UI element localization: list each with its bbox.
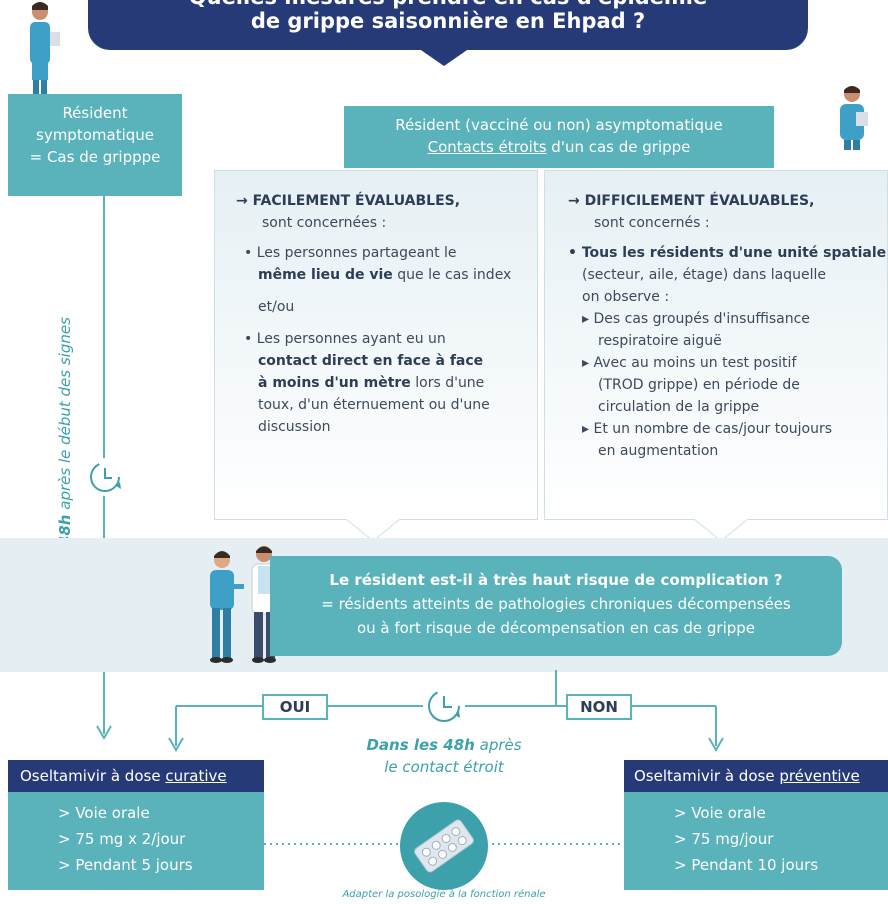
preventive-title-underlined: préventive [779,767,860,785]
preventive-line-3: > Pendant 10 jours [674,856,819,874]
difficult-sub-1-line-2: respiratoire aiguë [598,333,722,349]
asymptomatic-resident-box: Résident (vacciné ou non) asymptomatique… [344,106,774,168]
easy-etou: et/ou [258,299,295,315]
curative-line-1: > Voie orale [58,804,150,822]
left-box-line-1: Résident [62,104,128,122]
contact-delay-rest: après [474,736,522,754]
non-button: NON [566,694,632,720]
renal-adjustment-note: Adapter la posologie à la fonction rénal… [342,889,546,900]
asymptomatic-line-2: Contacts étroits d'un cas de grippe [344,136,774,158]
title-pointer [418,48,470,66]
curative-box: > Voie orale > 75 mg x 2/jour > Pendant … [8,792,264,890]
curative-title-underlined: curative [165,767,227,785]
easy-bullet-1-line-1: • Les personnes partageant le [244,245,457,261]
difficult-bullet-1: • Tous les résidents d'une unité spatial… [568,245,887,261]
easy-bullet-1-rest: que le cas index [392,267,512,283]
difficult-sub-1-line-1: ▸ Des cas groupés d'insuffisance [582,311,810,327]
curative-title-pre: Oseltamivir à dose [20,767,166,785]
difficult-heading: → DIFFICILEMENT ÉVALUABLES, [568,193,815,209]
difficult-sub-3-line-1: ▸ Et un nombre de cas/jour toujours [582,421,833,437]
difficult-content: → DIFFICILEMENT ÉVALUABLES, sont concern… [568,190,887,462]
easy-bullet-1-line-2: même lieu de vie que le cas index [258,264,532,286]
difficult-sub-2-line-2: (TROD grippe) en période de [598,377,800,393]
preventive-line-2: > 75 mg/jour [674,830,774,848]
doctor-figure-top-right [840,86,868,150]
easy-heading: → FACILEMENT ÉVALUABLES, [236,193,461,209]
contact-delay-line-1: Dans les 48h après [344,734,544,756]
difficult-sub-2-line-3: circulation de la grippe [598,399,760,415]
clock-icon-center [423,685,465,727]
title-banner: Quelles mesures prendre en cas d'épidémi… [88,0,808,50]
risk-question-box: Le résident est-il à très haut risque de… [270,556,842,656]
title-line-1: Quelles mesures prendre en cas d'épidémi… [88,0,808,10]
difficult-sub: sont concernés : [594,215,710,231]
easy-bullet-2-line-3: à moins d'un mètre lors d'une [258,372,532,394]
curative-title: Oseltamivir à dose curative [8,760,264,792]
left-box-line-2: symptomatique [36,126,154,144]
less-than-one-metre: à moins d'un mètre [258,375,411,391]
contact-delay-bold: Dans les 48h [366,736,475,754]
risk-question-title: Le résident est-il à très haut risque de… [329,571,783,589]
asymptomatic-line-1: Résident (vacciné ou non) asymptomatique [395,116,723,134]
contact-delay-label: Dans les 48h après le contact étroit [344,734,544,778]
symptomatic-resident-box: Résident symptomatique = Cas de gripppe [8,94,182,196]
easy-panel-pointer [346,519,400,542]
preventive-title: Oseltamivir à dose préventive [624,760,888,792]
easy-bullet-2-mid: lors d'une [410,375,485,391]
dotted-connectors [264,843,624,845]
pill-blister-icon [400,802,488,890]
left-box-line-3: = Cas de gripppe [29,148,161,166]
preventive-line-1: > Voie orale [674,804,766,822]
difficult-bullet-1-line-3: on observe : [582,289,670,305]
left-vertical-label-rest: après le début des signes [56,317,74,515]
difficult-bullet-1-line-2: (secteur, aile, étage) dans laquelle [582,267,826,283]
easy-bullet-2-line-4: toux, d'un éternuement ou d'une [258,397,490,413]
easy-bullet-2-line-1: • Les personnes ayant eu un [244,331,446,347]
title-line-2: de grippe saisonnière en Ehpad ? [250,9,646,33]
risk-question-line-3: ou à fort risque de décompensation en ca… [356,619,756,637]
difficult-panel-pointer [694,519,748,542]
difficult-sub-3-line-2: en augmentation [598,443,719,459]
oui-button: OUI [262,694,328,720]
same-living-place: même lieu de vie [258,267,393,283]
risk-question-line-2: = résidents atteints de pathologies chro… [321,595,791,613]
easy-bullet-2-line-5: discussion [258,419,331,435]
easy-panel [214,170,538,520]
preventive-box: > Voie orale > 75 mg/jour > Pendant 10 j… [624,792,888,890]
easy-bullet-2-line-2: contact direct en face à face [258,353,484,369]
close-contacts-link: Contacts étroits [427,138,547,156]
easy-sub: sont concernées : [262,215,387,231]
curative-line-2: > 75 mg x 2/jour [58,830,186,848]
preventive-title-pre: Oseltamivir à dose [634,767,780,785]
easy-content: → FACILEMENT ÉVALUABLES, sont concernées… [236,190,532,438]
difficult-sub-2-line-1: ▸ Avec au moins un test positif [582,355,797,371]
asymptomatic-line-2-rest: d'un cas de grippe [546,138,691,156]
curative-line-3: > Pendant 5 jours [58,856,193,874]
contact-delay-line-2: le contact étroit [384,758,504,776]
clock-icon-left [86,458,124,496]
